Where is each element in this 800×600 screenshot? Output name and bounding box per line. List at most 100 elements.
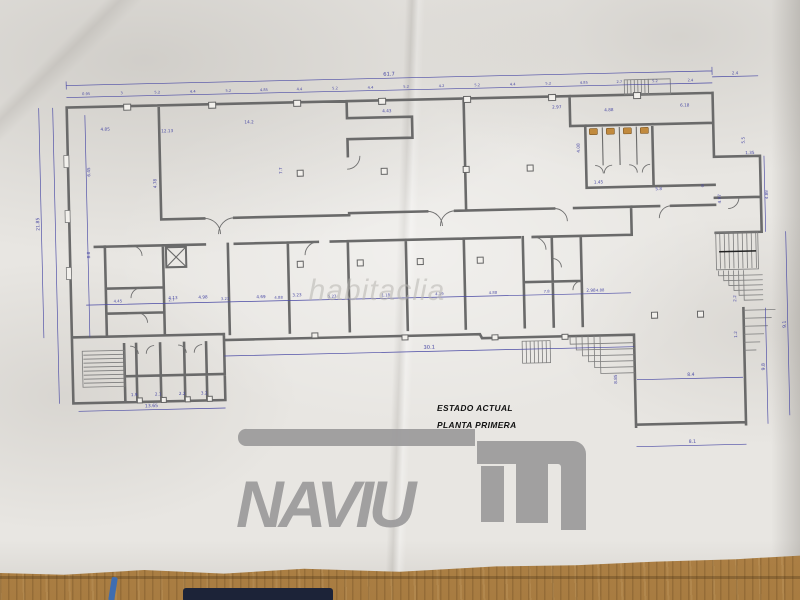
svg-text:4.88: 4.88 bbox=[604, 107, 614, 112]
dim-right-room: 4.88 bbox=[764, 190, 769, 199]
dim-scatter: 4.85 12.13 14.2 4.43 4.88 6.18 2.97 6.45 8.8 7.7 4… bbox=[86, 102, 755, 397]
svg-text:6.18: 6.18 bbox=[680, 102, 690, 107]
dim-row-corridor: 4.45 2.7 3.23 4.88 5.23 1.18 4.19 4.88 7.8 4.88 bbox=[114, 287, 605, 303]
dim-corridor-total: 30.1 bbox=[423, 345, 435, 351]
logo-wordmark: NAVIU bbox=[236, 467, 419, 541]
logo-arch-shape bbox=[477, 441, 586, 530]
logo-bar-a bbox=[481, 466, 504, 522]
stair-right bbox=[715, 231, 764, 301]
svg-text:5.2: 5.2 bbox=[225, 89, 231, 93]
svg-text:4.69: 4.69 bbox=[256, 294, 266, 299]
svg-text:4.4: 4.4 bbox=[297, 87, 304, 91]
svg-text:4.08: 4.08 bbox=[576, 143, 581, 153]
stair-notch-bottom bbox=[521, 340, 552, 364]
svg-text:4.13: 4.13 bbox=[168, 295, 178, 300]
svg-text:4.85: 4.85 bbox=[100, 127, 110, 132]
dim-left-height: 21.85 bbox=[35, 217, 41, 230]
svg-text:5.2: 5.2 bbox=[652, 79, 658, 83]
svg-text:6.45: 6.45 bbox=[86, 167, 91, 177]
stair-bottom-left bbox=[81, 349, 126, 388]
svg-text:4.98: 4.98 bbox=[198, 294, 208, 299]
svg-text:5.2: 5.2 bbox=[545, 82, 551, 86]
svg-text:7.7: 7.7 bbox=[278, 167, 283, 174]
svg-text:4.4: 4.4 bbox=[190, 90, 197, 94]
svg-text:4.45: 4.45 bbox=[114, 298, 123, 303]
dim-overall-top: 61.7 bbox=[383, 72, 395, 78]
svg-text:5.2: 5.2 bbox=[403, 85, 409, 89]
svg-text:2.1: 2.1 bbox=[155, 391, 162, 396]
title-line-1: ESTADO ACTUAL bbox=[437, 403, 513, 413]
dim-row-top: 0.95 3 5.2 4.4 5.2 4.85 4.4 5.2 4.4 5.2 4.2 5.2 4.4 5… bbox=[82, 78, 694, 96]
dim-wing-height: 9.8 bbox=[761, 363, 767, 371]
svg-text:4.97: 4.97 bbox=[717, 194, 722, 204]
svg-text:2.7: 2.7 bbox=[168, 297, 175, 302]
svg-text:1.18: 1.18 bbox=[382, 292, 391, 297]
dim-wing-bottom: 8.1 bbox=[689, 439, 697, 445]
stair-top-right bbox=[623, 78, 671, 96]
svg-text:4.4: 4.4 bbox=[368, 86, 375, 90]
dim-top-right: 2.4 bbox=[732, 70, 739, 75]
columns bbox=[123, 91, 705, 404]
naviu-logo: NAVIU bbox=[236, 428, 586, 541]
window-marks bbox=[63, 155, 72, 280]
svg-text:4.19: 4.19 bbox=[435, 291, 444, 296]
dark-object-on-table bbox=[183, 588, 333, 600]
svg-text:5.2: 5.2 bbox=[154, 90, 160, 94]
dim-right-height: 9.1 bbox=[782, 320, 788, 328]
svg-text:0.95: 0.95 bbox=[82, 92, 90, 96]
svg-text:8.85: 8.85 bbox=[613, 374, 618, 384]
svg-text:2.2: 2.2 bbox=[732, 295, 737, 302]
svg-text:4.78: 4.78 bbox=[152, 178, 157, 188]
svg-text:4.2: 4.2 bbox=[439, 84, 445, 88]
svg-text:3.2: 3.2 bbox=[201, 390, 208, 395]
table-edge-shadow bbox=[0, 576, 800, 579]
plan-rotated-group: 61.7 30.1 13.65 8.4 8.1 2.4 21.85 9.8 9.… bbox=[35, 66, 791, 448]
title-block: ESTADO ACTUAL PLANTA PRIMERA bbox=[437, 403, 517, 430]
svg-text:12.13: 12.13 bbox=[161, 128, 173, 133]
svg-text:2.7: 2.7 bbox=[616, 80, 622, 84]
svg-text:4.88: 4.88 bbox=[489, 290, 498, 295]
svg-text:4.85: 4.85 bbox=[260, 88, 268, 92]
toilet-fixtures bbox=[589, 127, 649, 135]
svg-text:3.23: 3.23 bbox=[292, 292, 302, 297]
svg-text:7.8: 7.8 bbox=[543, 289, 550, 294]
svg-text:5.23: 5.23 bbox=[328, 293, 337, 298]
svg-text:4.4: 4.4 bbox=[510, 82, 517, 86]
svg-text:1.9: 1.9 bbox=[131, 392, 138, 397]
door-swings bbox=[130, 155, 740, 355]
terrace-steps-right bbox=[743, 309, 776, 351]
dimension-lines bbox=[38, 66, 791, 448]
svg-text:14.2: 14.2 bbox=[244, 119, 254, 124]
svg-text:3.23: 3.23 bbox=[221, 296, 230, 301]
svg-text:5.2: 5.2 bbox=[332, 86, 338, 90]
svg-text:5.5: 5.5 bbox=[741, 136, 746, 143]
walls-outer-and-partitions bbox=[65, 91, 764, 429]
logo-top-bar bbox=[237, 428, 475, 446]
svg-text:4.88: 4.88 bbox=[274, 295, 283, 300]
svg-text:8.8: 8.8 bbox=[86, 251, 91, 258]
terrace-steps-left bbox=[569, 335, 635, 374]
logo-bar-b bbox=[516, 463, 548, 523]
svg-text:5.2: 5.2 bbox=[474, 83, 480, 87]
svg-text:2.97: 2.97 bbox=[552, 104, 562, 109]
elevator-shaft bbox=[164, 245, 188, 269]
svg-text:4.43: 4.43 bbox=[382, 108, 392, 113]
svg-text:8: 8 bbox=[701, 183, 704, 188]
title-line-2: PLANTA PRIMERA bbox=[437, 420, 517, 430]
habitaclia-watermark: habitaclia bbox=[309, 274, 446, 307]
svg-text:2.98: 2.98 bbox=[586, 288, 596, 293]
svg-text:2.2: 2.2 bbox=[179, 391, 186, 396]
stall-partitions bbox=[601, 126, 638, 166]
svg-text:3: 3 bbox=[120, 91, 122, 95]
dim-wing-inner: 8.4 bbox=[687, 372, 695, 378]
svg-text:4.85: 4.85 bbox=[580, 81, 588, 85]
svg-text:1.45: 1.45 bbox=[594, 179, 604, 184]
svg-text:5.8: 5.8 bbox=[655, 186, 662, 191]
svg-text:1.35: 1.35 bbox=[745, 150, 755, 155]
svg-text:4.88: 4.88 bbox=[596, 287, 605, 292]
dim-annex-width: 13.65 bbox=[145, 403, 158, 409]
svg-text:2.4: 2.4 bbox=[688, 78, 695, 82]
